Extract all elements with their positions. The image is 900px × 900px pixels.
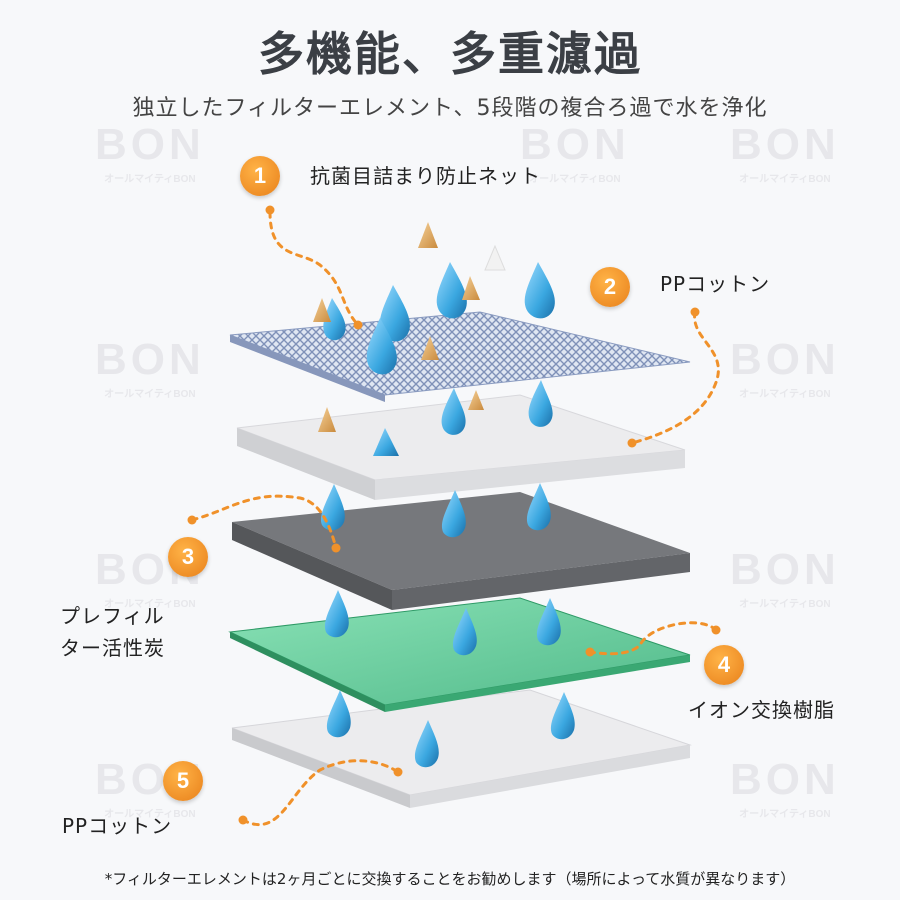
water-drop [320,484,345,531]
water-drop [441,388,466,435]
water-drop [414,720,439,768]
water-drop [526,483,551,531]
water-droplets [320,262,575,768]
layer-badge-5: 5 [163,761,203,801]
layer-label-4: イオン交換樹脂 [688,698,835,722]
impurity-particle [462,276,480,300]
layer-label-3-line1: プレフィル [60,604,165,628]
impurity-particle [418,222,438,248]
water-drop [379,285,410,342]
water-drop [524,262,555,319]
water-drop [452,608,477,656]
layer-5-pp-cotton [231,689,692,808]
layer-4-ion-exchange-resin [228,597,691,712]
water-drop [326,690,351,738]
layer-badge-1: 1 [240,156,280,196]
footnote: *フィルターエレメントは2ヶ月ごとに交換することをお勧めします（場所によって水質… [104,870,796,888]
layer-badge-2: 2 [590,267,630,307]
impurity-particle [421,336,439,360]
layer-badge-3: 3 [168,537,208,577]
layer-badge-4: 4 [704,645,744,685]
connector-endpoints [187,205,721,825]
water-drop [373,428,399,456]
layer-label-2: PPコットン [660,272,771,296]
water-drop [366,318,397,375]
layer-2-pp-cotton [236,394,686,500]
layer-3-activated-carbon [232,492,690,610]
impurity-particle [318,407,336,432]
impurity-particle [484,244,506,271]
water-drop [536,598,561,646]
connector-lines [190,210,720,827]
water-drop [550,692,575,740]
page-subtitle: 独立したフィルターエレメント、5段階の複合ろ過で水を浄化 [132,96,768,121]
page-title: 多機能、多重濾過 [258,27,642,81]
layer-label-1: 抗菌目詰まり防止ネット [310,164,541,188]
impurity-particle [468,390,484,410]
water-drop [323,298,346,341]
water-drop [528,380,553,427]
layer-label-3-line2: ター活性炭 [60,636,165,660]
water-drop [436,262,467,319]
water-drop [324,590,349,638]
impurity-particles [313,222,506,432]
water-drop [441,490,466,538]
impurity-particle [313,298,331,322]
layer-1-antibacterial-mesh [229,311,691,402]
layer-label-5: PPコットン [62,814,173,838]
